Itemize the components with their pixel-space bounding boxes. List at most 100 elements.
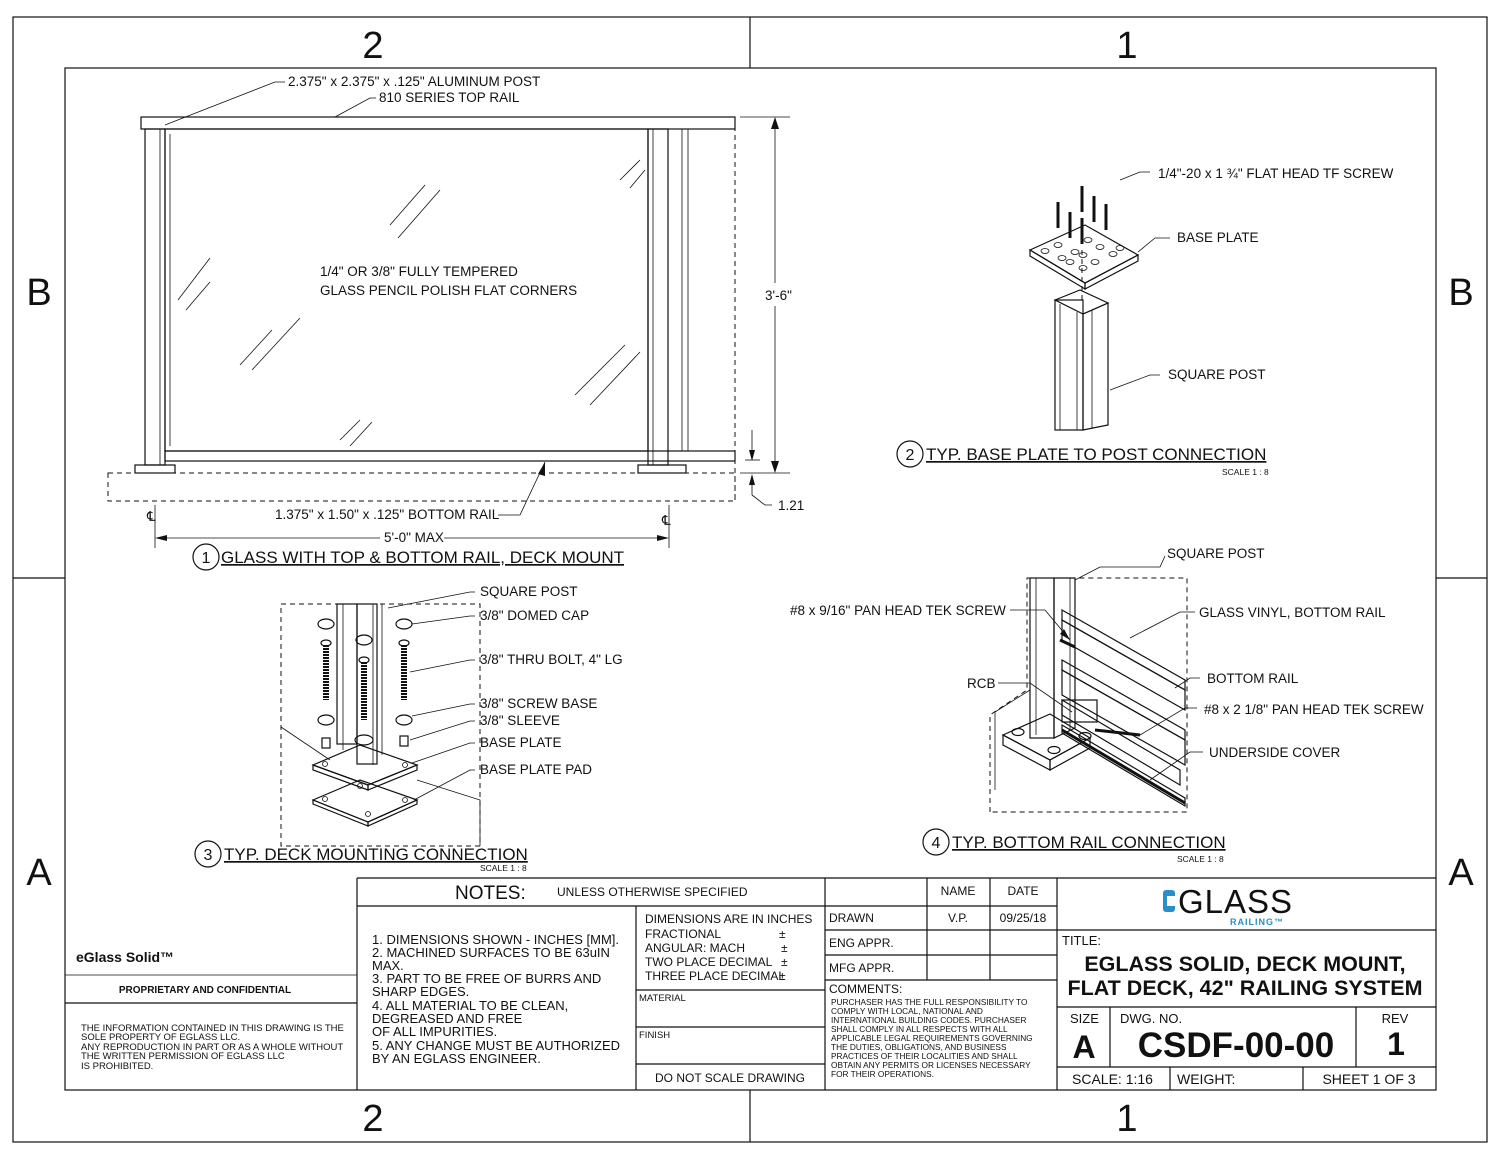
view3-label-base-plate: BASE PLATE [480, 735, 562, 750]
product-name: eGlass Solid™ [76, 949, 174, 965]
drawing-title-line-1: EGLASS SOLID, DECK MOUNT, [1084, 952, 1405, 976]
dwg-no-value: CSDF-00-00 [1138, 1026, 1334, 1065]
dwg-no-label: DWG. NO. [1120, 1011, 1182, 1026]
view4-glass-vinyl-label: GLASS VINYL, BOTTOM RAIL [1199, 605, 1386, 620]
view2-screws [1056, 186, 1108, 300]
drawn-date: 09/25/18 [1000, 911, 1047, 925]
inner-border [64, 67, 1437, 1091]
eng-appr-label: ENG APPR. [829, 936, 894, 950]
view1-title: GLASS WITH TOP & BOTTOM RAIL, DECK MOUNT [221, 548, 624, 567]
comments-line-1: PURCHASER HAS THE FULL RESPONSIBILITY TO [831, 997, 1028, 1007]
view2-title: TYP. BASE PLATE TO POST CONNECTION [926, 445, 1266, 464]
view4-base-plate [1001, 713, 1092, 761]
view4-scale: SCALE 1 : 8 [1177, 854, 1224, 864]
view3-number: 3 [204, 847, 213, 864]
drawn-name: V.P. [948, 911, 968, 925]
tolerance-three-place: THREE PLACE DECIMAL [645, 969, 785, 983]
eglass-logo: GLASS RAILING™ [1163, 883, 1292, 927]
view1-height-dim: 3'-6" [765, 288, 792, 303]
zone-col-2-bottom: 2 [362, 1098, 383, 1140]
view1-top-rail-callout: 810 SERIES TOP RAIL [379, 90, 520, 105]
zone-row-b-right: B [1448, 272, 1473, 314]
size-label: SIZE [1070, 1011, 1099, 1026]
zone-row-a-left: A [26, 852, 52, 894]
view4-title: TYP. BOTTOM RAIL CONNECTION [952, 833, 1226, 852]
confidential-line-3: ANY REPRODUCTION IN PART OR AS A WHOLE W… [81, 1042, 343, 1053]
view4-underside-label: UNDERSIDE COVER [1209, 745, 1341, 760]
do-not-scale: DO NOT SCALE DRAWING [655, 1071, 805, 1085]
comments-line-5: APPLICABLE LEGAL REQUIREMENTS GOVERNING [831, 1033, 1033, 1043]
note-line-8: OF ALL IMPURITIES. [372, 1024, 497, 1039]
view4-number: 4 [932, 835, 941, 852]
view2-base-plate-to-post: 1/4"-20 x 1 ¾" FLAT HEAD TF SCREW BASE P… [896, 166, 1394, 477]
finish-label: FINISH [639, 1030, 670, 1041]
confidential-line-1: THE INFORMATION CONTAINED IN THIS DRAWIN… [81, 1023, 344, 1034]
date-header: DATE [1007, 884, 1038, 898]
right-post [647, 128, 669, 466]
view4-rcb-label: RCB [967, 676, 996, 691]
comments-line-9: FOR THEIR OPERATIONS. [831, 1069, 934, 1079]
view1-bottom-rail-callout: 1.375" x 1.50" x .125" BOTTOM RAIL [275, 507, 500, 522]
view1-glass-note-2: GLASS PENCIL POLISH FLAT CORNERS [320, 283, 577, 298]
zone-row-a-right: A [1448, 852, 1474, 894]
comments-line-4: SHALL COMPLY IN ALL RESPECTS WITH ALL [831, 1024, 1008, 1034]
view1-post-callout: 2.375" x 2.375" x .125" ALUMINUM POST [288, 74, 540, 89]
view2-base-plate-label: BASE PLATE [1177, 230, 1259, 245]
view3-square-post [336, 603, 358, 745]
tolerance-heading: DIMENSIONS ARE IN INCHES [645, 912, 812, 926]
note-line-3: MAX. [372, 958, 404, 973]
mfg-appr-label: MFG APPR. [829, 961, 894, 975]
left-post [144, 128, 166, 466]
view4-pan-screw-label: #8 x 9/16" PAN HEAD TEK SCREW [790, 603, 1006, 618]
title-block: eGlass Solid™ PROPRIETARY AND CONFIDENTI… [65, 877, 1436, 1090]
view2-scale: SCALE 1 : 8 [1222, 467, 1269, 477]
view2-square-post-label: SQUARE POST [1168, 367, 1266, 382]
view4-detail-boundary [989, 577, 1188, 813]
view3-scale: SCALE 1 : 8 [480, 863, 527, 873]
view3-detail-boundary [280, 603, 481, 847]
view1-number: 1 [202, 550, 211, 567]
top-rail [140, 116, 736, 130]
material-label: MATERIAL [639, 993, 686, 1004]
notes-heading: NOTES: [455, 883, 526, 904]
comments-line-2: COMPLY WITH LOCAL, NATIONAL AND [831, 1006, 983, 1016]
deck-outline [107, 472, 736, 502]
note-line-5: SHARP EDGES. [372, 984, 469, 999]
pm-4: ± [779, 969, 786, 983]
view3-deck-mounting: SQUARE POST 3/8" DOMED CAP 3/8" THRU BOL… [194, 584, 623, 873]
view3-label-thru-bolt: 3/8" THRU BOLT, 4" LG [480, 652, 623, 667]
view2-square-post [1054, 299, 1084, 431]
weight-label: WEIGHT: [1177, 1071, 1235, 1087]
view4-square-post-label: SQUARE POST [1167, 546, 1265, 561]
sheet-value: SHEET 1 OF 3 [1322, 1071, 1415, 1087]
pm-1: ± [779, 927, 786, 941]
proprietary-heading: PROPRIETARY AND CONFIDENTIAL [119, 985, 291, 996]
view2-screw-callout: 1/4"-20 x 1 ¾" FLAT HEAD TF SCREW [1158, 166, 1394, 181]
confidential-line-2: SOLE PROPERTY OF EGLASS LLC. [81, 1032, 240, 1043]
note-line-7: DEGREASED AND FREE [372, 1011, 523, 1026]
comments-label: COMMENTS: [829, 982, 902, 996]
view4-bottom-rail [1061, 608, 1186, 808]
comments-line-7: PRACTICES OF THEIR LOCALITIES AND SHALL [831, 1051, 1018, 1061]
zone-col-2-top: 2 [362, 25, 383, 67]
title-label: TITLE: [1062, 933, 1101, 948]
view1-railing-elevation: 2.375" x 2.375" x .125" ALUMINUM POST 81… [107, 74, 804, 571]
note-line-10: BY AN EGLASS ENGINEER. [372, 1051, 541, 1066]
view3-label-sleeve: 3/8" SLEEVE [480, 713, 560, 728]
view3-bolts [317, 618, 413, 749]
note-line-6: 4. ALL MATERIAL TO BE CLEAN, [372, 998, 568, 1013]
scale-value: SCALE: 1:16 [1072, 1071, 1153, 1087]
view3-base-plate [311, 744, 419, 786]
view1-width-dim: 5'-0" MAX [384, 530, 444, 545]
tolerance-fractional: FRACTIONAL [645, 927, 721, 941]
note-line-1: 1. DIMENSIONS SHOWN - INCHES [MM]. [372, 932, 619, 947]
tolerance-two-place: TWO PLACE DECIMAL [645, 955, 773, 969]
view1-centerline-left: ℄ [146, 509, 156, 524]
view2-number: 2 [906, 447, 915, 464]
size-value: A [1072, 1029, 1095, 1065]
confidential-line-5: IS PROHIBITED. [81, 1061, 153, 1072]
view3-title: TYP. DECK MOUNTING CONNECTION [224, 845, 528, 864]
view3-label-domed-cap: 3/8" DOMED CAP [480, 608, 589, 623]
view1-glass-note-1: 1/4" OR 3/8" FULLY TEMPERED [320, 264, 518, 279]
